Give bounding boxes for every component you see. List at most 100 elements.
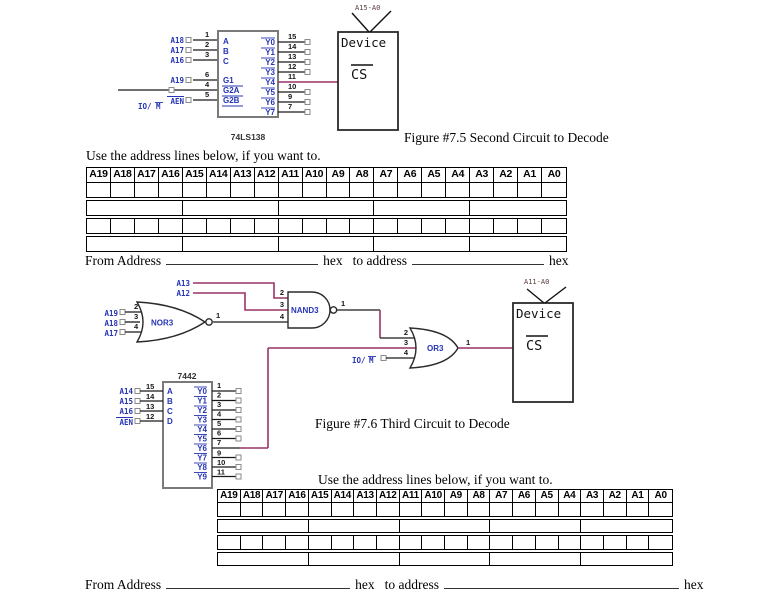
chip1-pin2: 2 xyxy=(205,40,209,49)
svg-text:3: 3 xyxy=(134,312,138,321)
signal-a18-label: A18 xyxy=(170,36,184,45)
hex-label: hex xyxy=(684,576,704,592)
device1-cs: CS xyxy=(351,67,367,83)
use-address-lines-1: Use the address lines below, if you want… xyxy=(86,148,321,163)
svg-text:9: 9 xyxy=(217,449,221,458)
svg-text:Y2: Y2 xyxy=(265,58,275,67)
svg-text:14: 14 xyxy=(146,392,155,401)
svg-text:2: 2 xyxy=(134,302,138,311)
svg-text:Y0: Y0 xyxy=(197,387,207,396)
svg-text:13: 13 xyxy=(146,402,154,411)
svg-text:Y4: Y4 xyxy=(197,425,207,434)
chip1-pin13: 13 xyxy=(288,52,296,61)
svg-text:1: 1 xyxy=(341,299,345,308)
svg-text:A19: A19 xyxy=(104,309,118,318)
svg-text:Y1: Y1 xyxy=(265,48,275,57)
from-address-line-1: From Address hex to address hex xyxy=(85,250,569,269)
chip1-pin11: 11 xyxy=(288,72,296,81)
signal-a19-label: A19 xyxy=(170,76,184,85)
a12-wire xyxy=(193,292,288,311)
svg-text:B: B xyxy=(167,397,173,406)
chip2-name: 7442 xyxy=(178,371,197,381)
bit-row xyxy=(217,502,673,517)
device2-bus-line-right xyxy=(544,286,567,304)
or3-gate: IO/ M 2 3 4 OR3 1 xyxy=(352,327,513,369)
from-address-label: From Address xyxy=(85,576,162,592)
svg-text:4: 4 xyxy=(217,410,222,419)
from-address-label: From Address xyxy=(85,252,162,268)
chip1-y-ports: Y0 Y1 Y2 Y3 Y4 Y5 Y6 Y7 xyxy=(261,37,276,117)
svg-text:Y5: Y5 xyxy=(197,435,207,444)
device2-title: Device xyxy=(516,306,561,321)
chip1-port-a: A xyxy=(223,37,229,46)
hex-digit-row xyxy=(217,551,673,566)
svg-text:A: A xyxy=(167,387,173,396)
device1-bus-label: A15-A0 xyxy=(355,4,380,12)
svg-text:3: 3 xyxy=(280,300,284,309)
svg-text:Y3: Y3 xyxy=(265,68,275,77)
svg-text:4: 4 xyxy=(404,348,409,357)
svg-text:A18: A18 xyxy=(104,319,118,328)
chip1-name: 74LS138 xyxy=(231,132,266,142)
signal-a16-label: A16 xyxy=(170,56,184,65)
device2-cs: CS xyxy=(526,338,542,354)
or3-label: OR3 xyxy=(427,344,444,353)
svg-text:C: C xyxy=(167,407,173,416)
chip1-port-c: C xyxy=(223,57,229,66)
device2: Device CS A11-A0 xyxy=(512,278,574,403)
signal-aen-label: AEN xyxy=(170,97,184,106)
figure75-caption: Figure #7.5 Second Circuit to Decode xyxy=(404,130,609,145)
svg-text:A17: A17 xyxy=(104,329,118,338)
from-address-line-2: From Address hex to address hex xyxy=(85,574,704,593)
svg-text:1: 1 xyxy=(466,338,470,347)
svg-text:15: 15 xyxy=(146,382,154,391)
signal-io2-m-label: M xyxy=(369,356,374,365)
nand3-label: NAND3 xyxy=(291,306,319,315)
chip1-port-g2a: G2A xyxy=(223,86,240,95)
to-address-label: to address xyxy=(384,576,440,592)
svg-text:Y5: Y5 xyxy=(265,88,275,97)
address-table-1: A19 A18 A17 A16 A15 A14 A13 A12 A11 A10 … xyxy=(86,167,567,252)
chip1-port-g2b: G2B xyxy=(223,96,240,105)
svg-text:2: 2 xyxy=(404,328,408,337)
bit-row xyxy=(217,535,673,550)
nor3-gate: A19 A18 A17 2 3 4 NOR3 1 xyxy=(104,301,288,343)
circuit2: A13 A12 A19 A18 A17 2 3 4 NOR3 1 2 3 xyxy=(104,278,574,489)
device2-bus-line-left xyxy=(526,288,545,304)
svg-text:Y9: Y9 xyxy=(197,473,207,482)
address-table-2-header: A19 A18 A17 A16 A15 A14 A13 A12 A11 A10 … xyxy=(217,489,673,504)
svg-text:7: 7 xyxy=(217,438,221,447)
hex-digit-row xyxy=(86,235,567,252)
chip1-port-b: B xyxy=(223,47,229,56)
chip2-7442: 7442 A14 A15 A16 AEN 15 14 13 12 A B C D xyxy=(116,371,242,489)
bit-row xyxy=(86,181,567,198)
from-address-blank xyxy=(166,250,319,265)
chip1-output-wires xyxy=(278,39,338,115)
chip1-pin7: 7 xyxy=(288,102,292,111)
chip1-pin15: 15 xyxy=(288,32,296,41)
signal-a13-label: A13 xyxy=(176,279,190,288)
signal-aen2-label: AEN xyxy=(119,418,133,427)
svg-text:Y0: Y0 xyxy=(265,38,275,47)
hex-label: hex xyxy=(549,252,569,268)
svg-text:Y3: Y3 xyxy=(197,416,207,425)
chip2-body xyxy=(162,381,213,489)
chip1-input-wires xyxy=(118,37,218,103)
chip1-pin10: 10 xyxy=(288,82,296,91)
signal-a12-label: A12 xyxy=(176,289,190,298)
svg-text:Y2: Y2 xyxy=(197,406,207,415)
from-address-blank xyxy=(166,574,351,589)
chip1-pin1: 1 xyxy=(205,30,209,39)
svg-text:3: 3 xyxy=(217,400,221,409)
svg-text:2: 2 xyxy=(217,391,221,400)
hex-label: hex xyxy=(323,252,343,268)
hex-label: hex xyxy=(355,576,375,592)
svg-text:11: 11 xyxy=(217,468,225,477)
svg-text:A15: A15 xyxy=(119,397,133,406)
signal-a17-label: A17 xyxy=(170,46,184,55)
chip1-pin5: 5 xyxy=(205,90,209,99)
svg-text:Y7: Y7 xyxy=(265,108,275,117)
nand3-gate: 2 3 4 NAND3 1 xyxy=(280,288,380,329)
